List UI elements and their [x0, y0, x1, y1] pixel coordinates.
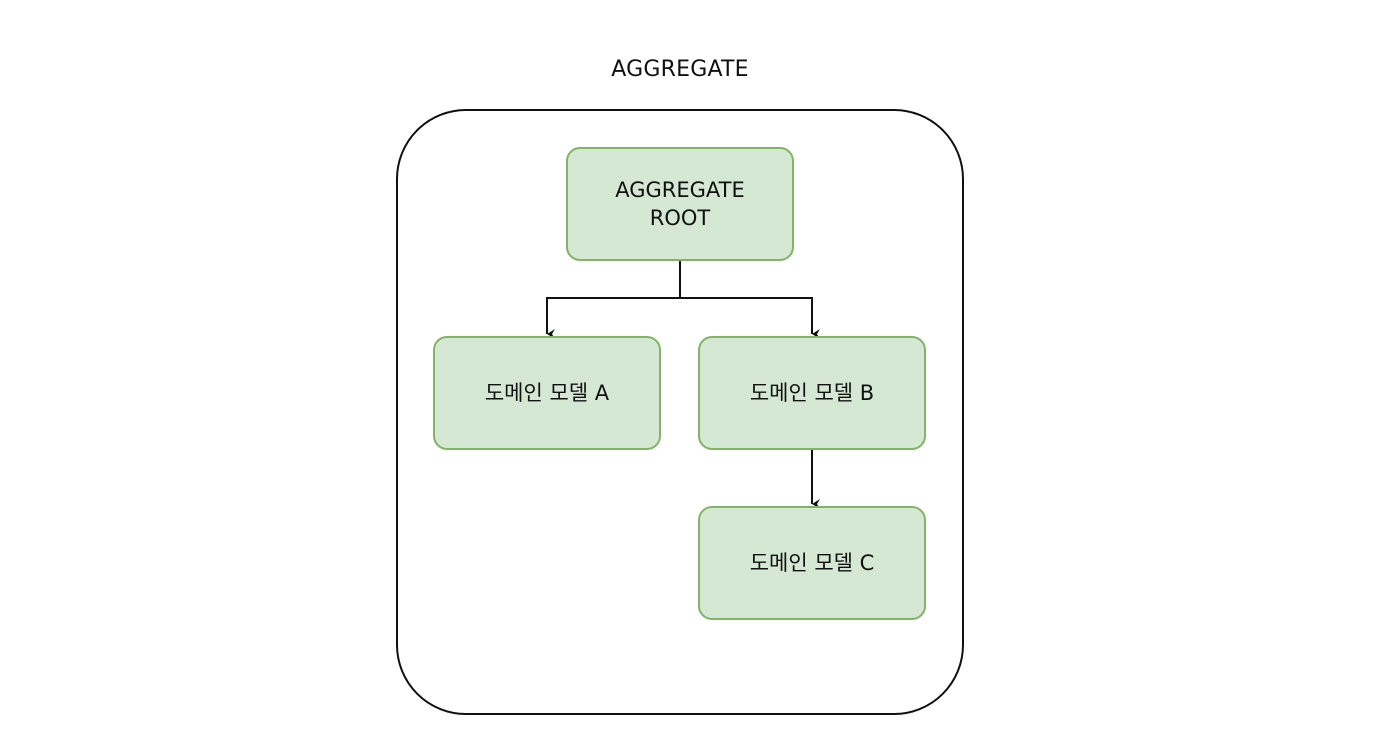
aggregate-root-node: AGGREGATE ROOT — [566, 147, 794, 261]
domain-model-a-node: 도메인 모델 A — [433, 336, 661, 450]
domain-model-c-node: 도메인 모델 C — [698, 506, 926, 620]
domain-model-b-node: 도메인 모델 B — [698, 336, 926, 450]
aggregate-boundary — [396, 109, 964, 715]
diagram-title: AGGREGATE — [611, 57, 749, 82]
